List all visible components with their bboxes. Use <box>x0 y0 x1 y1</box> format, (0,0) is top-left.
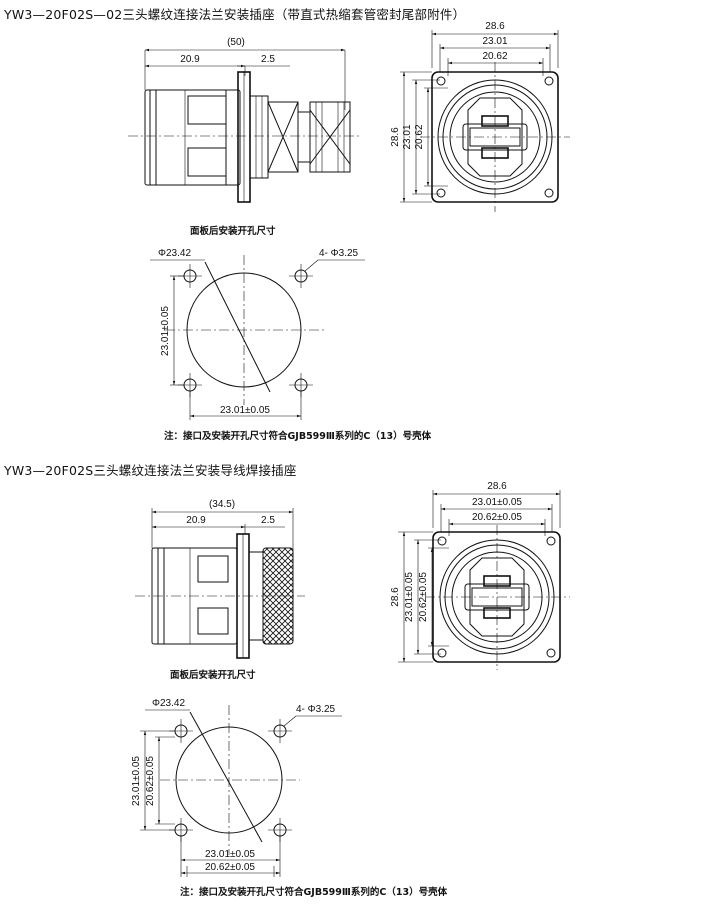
s2-diameter-leader <box>189 711 263 843</box>
section-2-front-view: 28.6 23.01±0.05 20.62±0.05 28.6 23.01±0.… <box>390 481 570 670</box>
section-2-note: 注：接口及安装开孔尺寸符合GJB599Ⅲ系列的C（13）号壳体 <box>180 887 448 898</box>
s2-cutout-holes: 4- Φ3.25 <box>296 704 336 715</box>
section-1-note: 注：接口及安装开孔尺寸符合GJB599Ⅲ系列的C（13）号壳体 <box>164 431 432 442</box>
section-2-title: YW3—20F02S三头螺纹连接法兰安装导线焊接插座 <box>4 463 297 478</box>
section-1-front-view: 28.6 23.01 20.62 28.6 23.01 20.62 <box>390 21 570 212</box>
s1-overall-dim: (50) <box>227 37 245 48</box>
section-2-side-view: (34.5) 20.9 2.5 <box>135 499 305 659</box>
s1-diameter-leader <box>204 261 271 393</box>
s1-flange-dim: 2.5 <box>261 54 275 65</box>
s1-front-h-mid: 23.01 <box>402 124 413 149</box>
s2-front-h-mid: 23.01±0.05 <box>404 572 415 622</box>
s1-front-h-inner: 20.62 <box>414 124 425 149</box>
s1-front-h-outer: 28.6 <box>390 127 401 147</box>
s1-front-w-inner: 20.62 <box>482 51 507 62</box>
s2-cutout-horizontal-inner: 20.62±0.05 <box>205 862 255 873</box>
s2-flange-dim: 2.5 <box>261 515 275 526</box>
s2-cutout-vertical-inner: 20.62±0.05 <box>145 756 156 806</box>
s2-front-w-inner: 20.62±0.05 <box>472 512 522 523</box>
s2-body-dim: 20.9 <box>186 515 206 526</box>
s1-cutout-diameter: Φ23.42 <box>158 248 191 259</box>
section-1-cutout-title: 面板后安装开孔尺寸 <box>190 226 276 237</box>
s1-front-w-outer: 28.6 <box>485 21 505 32</box>
section-1-side-view: (50) 20.9 2.5 <box>128 37 360 203</box>
s1-cutout-horizontal: 23.01±0.05 <box>220 405 270 416</box>
s2-front-w-outer: 28.6 <box>487 481 507 492</box>
s2-cutout-diameter: Φ23.42 <box>152 698 185 709</box>
s1-mounting-holes <box>178 264 313 397</box>
s1-cutout-holes: 4- Φ3.25 <box>319 248 359 259</box>
s2-front-h-inner: 20.62±0.05 <box>418 572 429 622</box>
s1-cutout-vertical: 23.01±0.05 <box>160 306 171 356</box>
s2-cutout-vertical-outer: 23.01±0.05 <box>131 756 142 806</box>
section-2-cutout-title: 面板后安装开孔尺寸 <box>170 670 256 681</box>
section-1-cutout: Φ23.42 4- Φ3.25 23.01±0.05 23.01±0.05 <box>150 248 365 420</box>
section-1-title: YW3—20F02S—02三头螺纹连接法兰安装插座（带直式热缩套管密封尾部附件） <box>4 7 466 22</box>
s2-cutout-horizontal-outer: 23.01±0.05 <box>205 849 255 860</box>
s2-mounting-holes <box>169 719 292 842</box>
section-2-cutout: Φ23.42 4- Φ3.25 23.01±0.05 20.62±0.05 23… <box>131 698 342 877</box>
s2-overall-dim: (34.5) <box>209 499 235 510</box>
s2-front-w-mid: 23.01±0.05 <box>472 497 522 508</box>
s1-front-w-mid: 23.01 <box>482 36 507 47</box>
s2-front-h-outer: 28.6 <box>390 587 401 607</box>
s1-body-dim: 20.9 <box>180 54 200 65</box>
